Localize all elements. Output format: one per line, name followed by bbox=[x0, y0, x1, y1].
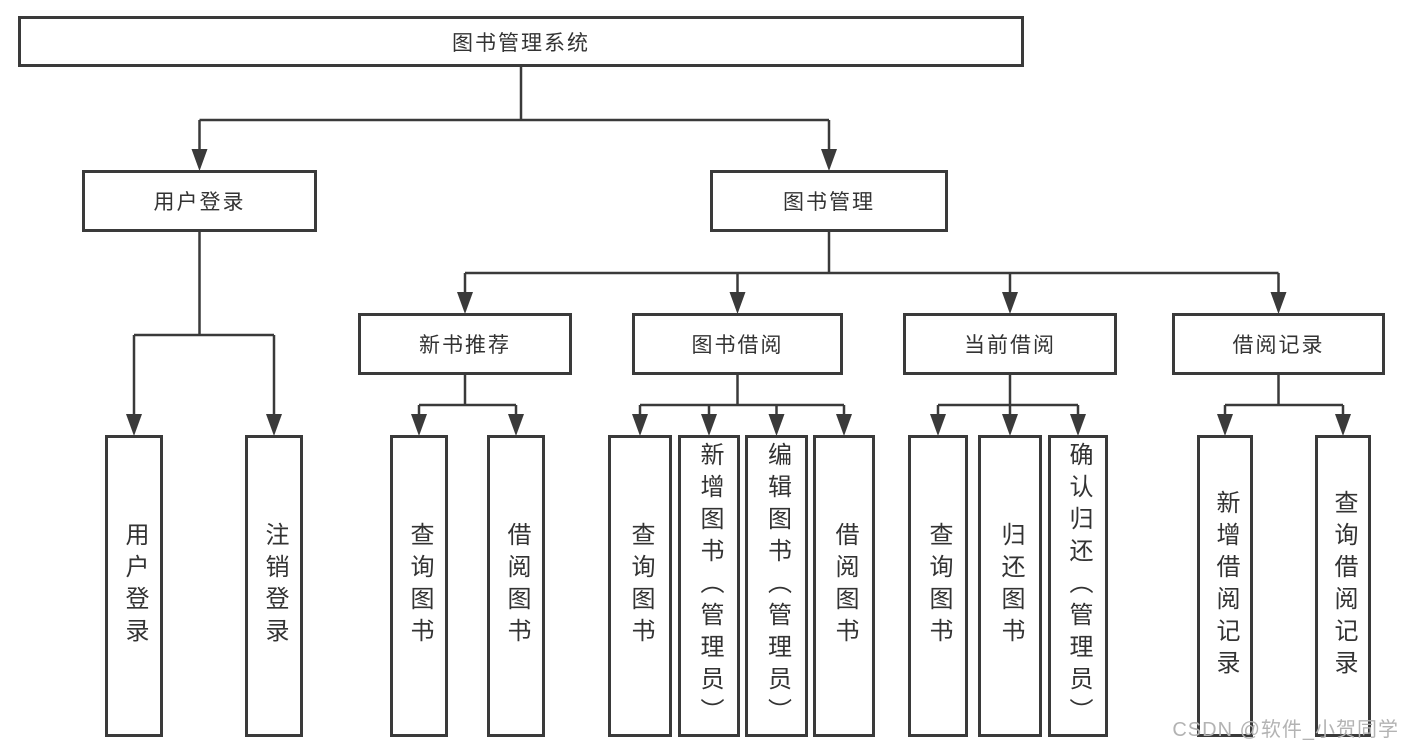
arrowhead-icon bbox=[930, 414, 946, 436]
node-label-nbr-query-books: 查询图书 bbox=[406, 522, 433, 650]
arrowhead-icon bbox=[1217, 414, 1233, 436]
node-label-br-query-record: 查询借阅记录 bbox=[1330, 490, 1357, 682]
arrowhead-icon bbox=[457, 292, 473, 314]
arrowhead-icon bbox=[1335, 414, 1351, 436]
arrowhead-icon bbox=[126, 414, 142, 436]
node-cb-return-books: 归还图书 bbox=[978, 435, 1042, 737]
node-book-management: 图书管理 bbox=[710, 170, 948, 232]
arrowhead-icon bbox=[729, 292, 746, 314]
node-label-book-borrowing: 图书借阅 bbox=[691, 334, 784, 357]
arrowhead-icon bbox=[266, 414, 282, 436]
node-new-book-recommend: 新书推荐 bbox=[358, 313, 572, 375]
arrowhead-icon bbox=[411, 414, 427, 436]
node-book-borrowing: 图书借阅 bbox=[632, 313, 843, 375]
node-bb-query-books: 查询图书 bbox=[608, 435, 672, 737]
node-bb-add-books: 新增图书（管理员） bbox=[678, 435, 740, 737]
node-bb-edit-books: 编辑图书（管理员） bbox=[745, 435, 808, 737]
arrowhead-icon bbox=[836, 414, 852, 436]
node-current-borrowing: 当前借阅 bbox=[903, 313, 1117, 375]
node-cb-query-books: 查询图书 bbox=[908, 435, 968, 737]
node-nbr-borrow-books: 借阅图书 bbox=[487, 435, 545, 737]
node-label-nbr-borrow-books: 借阅图书 bbox=[503, 522, 530, 650]
node-logout-leaf: 注销登录 bbox=[245, 435, 303, 737]
arrowhead-icon bbox=[191, 149, 208, 171]
arrowhead-icon bbox=[821, 149, 837, 171]
node-label-bb-edit-books: 编辑图书（管理员） bbox=[763, 442, 791, 730]
node-label-cb-confirm-return: 确认归还（管理员） bbox=[1065, 442, 1092, 730]
node-cb-confirm-return: 确认归还（管理员） bbox=[1048, 435, 1108, 737]
node-label-bb-borrow-books: 借阅图书 bbox=[831, 522, 858, 650]
node-user-login: 用户登录 bbox=[82, 170, 317, 232]
arrowhead-icon bbox=[1270, 292, 1287, 314]
node-br-add-record: 新增借阅记录 bbox=[1197, 435, 1253, 737]
node-label-cb-query-books: 查询图书 bbox=[925, 522, 952, 650]
node-br-query-record: 查询借阅记录 bbox=[1315, 435, 1371, 737]
node-label-bb-add-books: 新增图书（管理员） bbox=[696, 442, 723, 730]
node-root: 图书管理系统 bbox=[18, 16, 1024, 67]
arrowhead-icon bbox=[768, 414, 785, 436]
node-label-root: 图书管理系统 bbox=[452, 31, 590, 55]
node-label-borrowing-records: 借阅记录 bbox=[1232, 334, 1325, 357]
node-label-current-borrowing: 当前借阅 bbox=[964, 334, 1056, 357]
arrowhead-icon bbox=[632, 414, 648, 436]
node-label-user-login: 用户登录 bbox=[153, 191, 246, 214]
node-label-new-book-recommend: 新书推荐 bbox=[419, 334, 511, 357]
node-label-book-management: 图书管理 bbox=[783, 191, 875, 214]
arrowhead-icon bbox=[1002, 414, 1018, 436]
node-label-cb-return-books: 归还图书 bbox=[997, 522, 1024, 650]
arrowhead-icon bbox=[508, 414, 524, 436]
watermark: CSDN @软件_小贺同学 bbox=[1172, 719, 1399, 741]
arrowhead-icon bbox=[1002, 292, 1018, 314]
node-label-bb-query-books: 查询图书 bbox=[627, 522, 654, 650]
node-bb-borrow-books: 借阅图书 bbox=[813, 435, 875, 737]
node-nbr-query-books: 查询图书 bbox=[390, 435, 448, 737]
arrowhead-icon bbox=[701, 414, 717, 436]
node-label-logout-leaf: 注销登录 bbox=[261, 522, 288, 650]
node-label-br-add-record: 新增借阅记录 bbox=[1212, 490, 1239, 682]
arrowhead-icon bbox=[1070, 414, 1086, 436]
node-user-login-leaf: 用户登录 bbox=[105, 435, 163, 737]
node-label-user-login-leaf: 用户登录 bbox=[121, 522, 148, 650]
node-borrowing-records: 借阅记录 bbox=[1172, 313, 1385, 375]
